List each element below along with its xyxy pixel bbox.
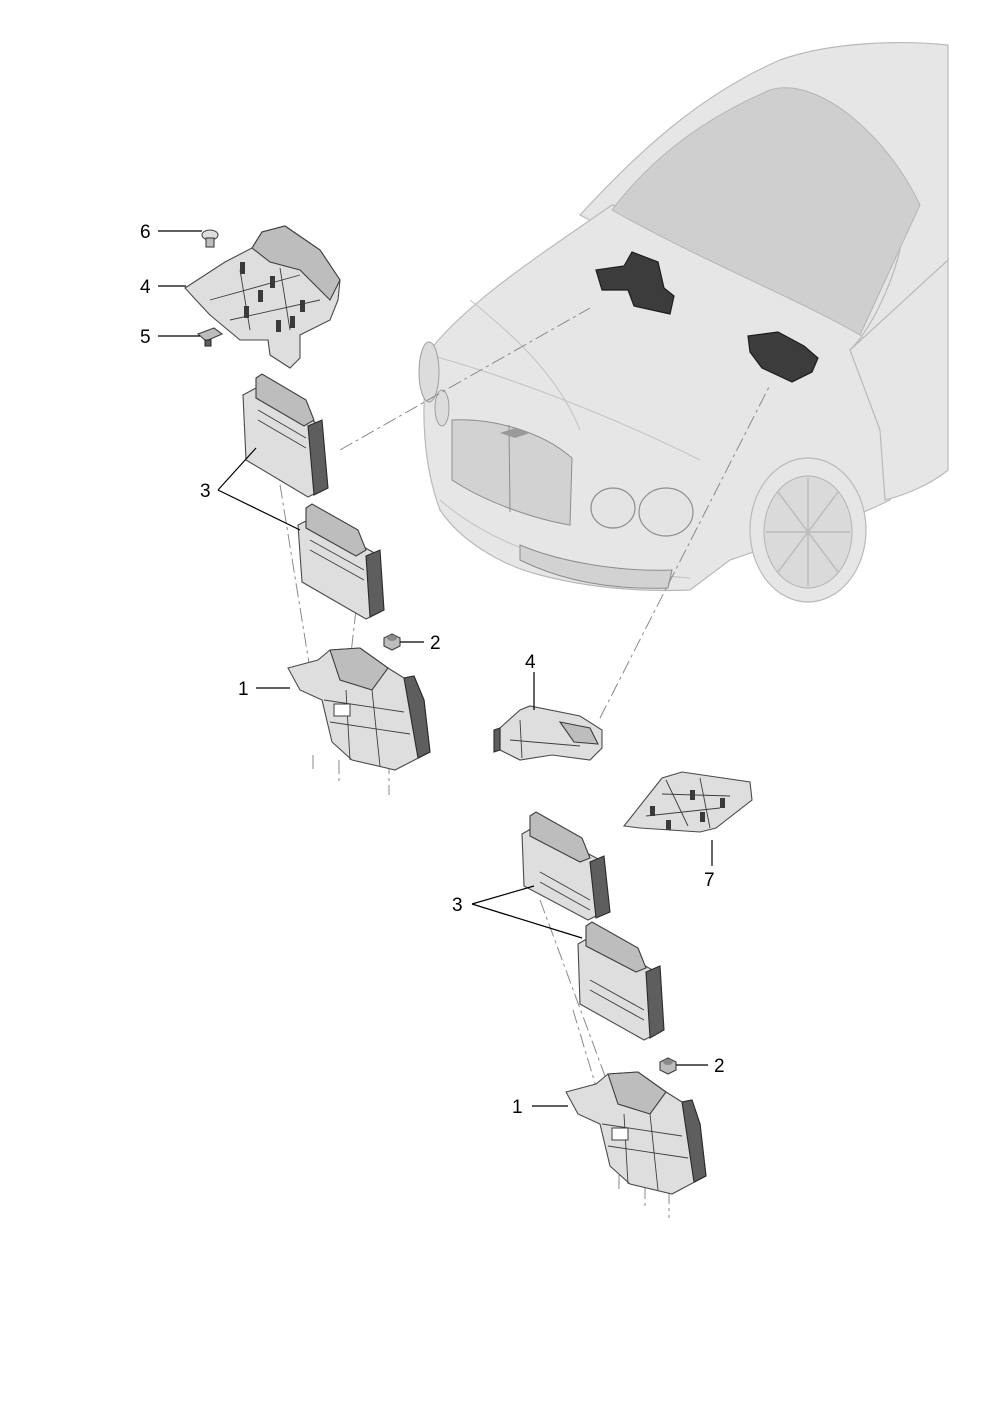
callout-4-left: 4 [140,277,151,298]
callout-3-left: 3 [200,481,211,502]
clip-part-5 [196,327,224,347]
callout-7-right: 7 [704,870,715,891]
callout-3-right: 3 [452,895,463,916]
callout-6-left: 6 [140,222,151,243]
control-unit-part-3-upper-right [521,811,611,921]
location-marker-right [747,331,819,383]
callout-5-left: 5 [140,327,151,348]
callout-labels: 6 4 5 3 2 1 4 7 3 2 1 [140,222,725,1118]
bracket-part-4-left [184,225,341,369]
windshield [611,87,921,336]
bolt-part-6 [201,229,219,248]
headlight-left [590,487,636,529]
headlight-right [638,487,694,537]
callout-4-right: 4 [525,652,536,673]
control-unit-part-3-upper-left [242,373,329,498]
front-grille [451,419,573,526]
control-unit-part-3-lower-left [297,503,385,620]
callout-2-right: 2 [714,1056,725,1077]
leader-lines [158,230,713,1107]
tray-part-7 [622,771,753,833]
bracket-part-4-right [493,705,603,761]
control-unit-part-3-lower-right [577,921,665,1041]
mount-part-1-right [565,1071,707,1195]
mount-part-1-left [287,647,431,771]
vehicle-illustration [418,42,949,603]
callout-2-left: 2 [430,633,441,654]
callout-1-right: 1 [512,1097,523,1118]
nut-part-2-right [659,1057,677,1075]
location-marker-left [595,251,675,315]
callout-1-left: 1 [238,679,249,700]
nut-part-2-left [383,633,401,651]
